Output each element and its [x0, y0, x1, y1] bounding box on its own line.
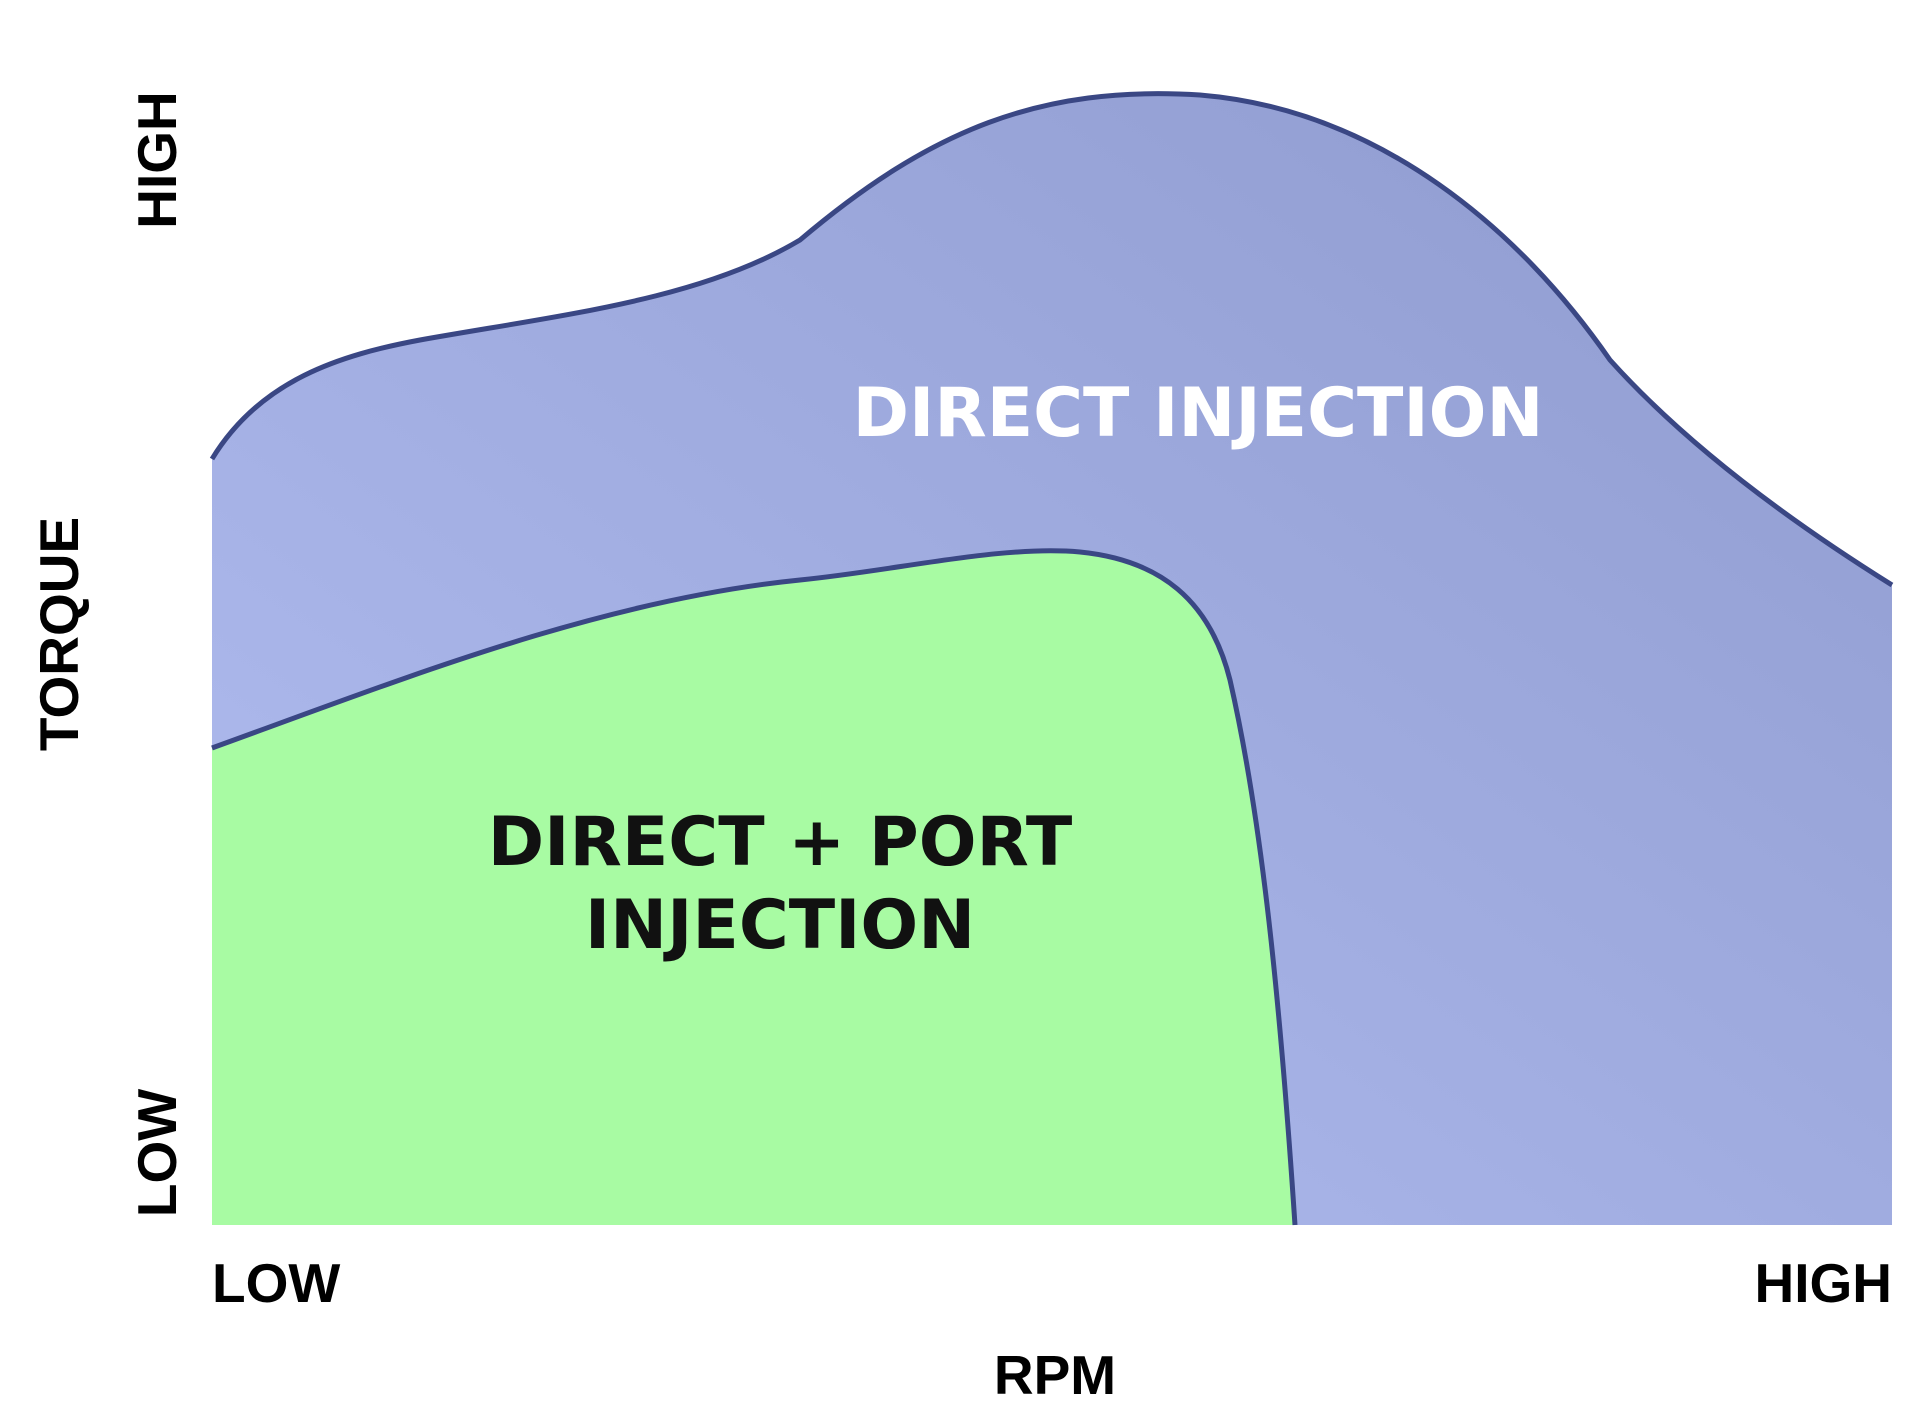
- y-axis-title: TORQUE: [28, 517, 90, 751]
- direct-port-injection-boundary: [211, 548, 1298, 1226]
- y-axis-high-label: HIGH: [126, 91, 188, 229]
- direct-port-injection-label-line1: DIRECT + PORT: [488, 803, 1073, 882]
- x-axis-title: RPM: [994, 1344, 1116, 1406]
- x-axis-high-label: HIGH: [1755, 1252, 1893, 1314]
- x-axis-low-label: LOW: [212, 1252, 340, 1314]
- direct-port-injection-label-line2: INJECTION: [585, 886, 975, 965]
- direct-injection-label: DIRECT INJECTION: [853, 374, 1544, 453]
- direct-port-injection-region: [212, 550, 1295, 1225]
- direct-injection-boundary: [209, 91, 1894, 588]
- y-axis-low-label: LOW: [126, 1089, 188, 1217]
